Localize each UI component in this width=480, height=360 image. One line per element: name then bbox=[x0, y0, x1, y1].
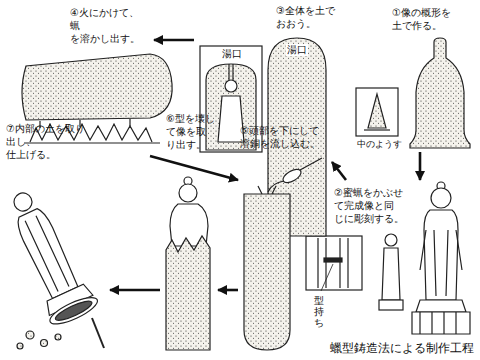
wax-statue bbox=[412, 182, 470, 334]
clay-core bbox=[410, 38, 470, 148]
wax-statue-small bbox=[379, 234, 403, 310]
caption: 蠟型鋳造法による制作工程 bbox=[330, 341, 474, 357]
process-step: ⑤頭部を下にして 溶銅を流し込む。 bbox=[238, 120, 324, 354]
flow-arrow bbox=[419, 152, 422, 180]
heated-mold bbox=[24, 142, 160, 143]
cross-section bbox=[229, 64, 233, 80]
finished-statue bbox=[53, 298, 93, 324]
step-text: ⑥型を壊し て像を取 り出す。 bbox=[166, 112, 215, 151]
cross-section bbox=[200, 46, 262, 152]
wax-statue-small bbox=[385, 234, 397, 246]
step-text: ①像の概形を 土で作る。 bbox=[392, 6, 451, 32]
clay-chips bbox=[41, 340, 48, 347]
cast-statue bbox=[179, 184, 197, 202]
step-text: ③全体を土で おおう。 bbox=[276, 4, 335, 30]
flow-arrow bbox=[150, 156, 238, 180]
part-label: 湯口 bbox=[221, 48, 243, 60]
wax-statue-small bbox=[379, 300, 403, 310]
clay-chips bbox=[17, 343, 23, 349]
pouring-mold bbox=[258, 186, 276, 194]
heated-mold bbox=[22, 54, 172, 120]
clay-core bbox=[410, 38, 470, 148]
process-step: ①像の概形を 土で作る。 bbox=[350, 2, 476, 152]
part-label: 型持ち bbox=[314, 294, 324, 329]
inset-view bbox=[318, 238, 348, 288]
flow-arrow bbox=[110, 289, 160, 292]
part-label: 中のようす bbox=[356, 139, 403, 150]
inset-view bbox=[324, 258, 342, 262]
wax-statue bbox=[412, 312, 470, 334]
inset-view bbox=[364, 129, 390, 130]
broken-mold bbox=[166, 236, 210, 350]
pouring-mold bbox=[300, 158, 322, 170]
pouring-mold bbox=[244, 194, 290, 350]
flow-arrow bbox=[154, 39, 194, 42]
illustration bbox=[0, 38, 470, 350]
inset-view bbox=[368, 94, 386, 128]
clay-chips bbox=[92, 318, 104, 348]
finished-statue bbox=[0, 183, 101, 329]
step-text: ②蜜蝋をかぶせ て完成像と同 じに彫刻する。 bbox=[334, 186, 404, 225]
finished-statue bbox=[14, 206, 80, 299]
wax-statue bbox=[416, 300, 466, 312]
clay-chips bbox=[26, 331, 34, 339]
clay-chips bbox=[55, 334, 61, 340]
cross-section bbox=[200, 46, 262, 152]
process-step: ⑥型を壊し て像を取 り出す。 bbox=[160, 108, 218, 352]
wax-statue bbox=[431, 188, 451, 208]
finished-statue bbox=[25, 216, 69, 292]
inset-view bbox=[321, 264, 333, 291]
process-step: ②蜜蝋をかぶせ て完成像と同 じに彫刻する。 bbox=[300, 180, 476, 352]
flow-arrow bbox=[332, 162, 346, 180]
flow-arrow bbox=[218, 289, 238, 292]
part-label: 湯口 bbox=[286, 44, 308, 56]
step-text: ⑤頭部を下にして 溶銅を流し込む。 bbox=[240, 124, 320, 150]
pouring-mold bbox=[268, 181, 284, 192]
cross-section bbox=[206, 64, 256, 150]
finished-statue bbox=[11, 190, 35, 214]
cross-section bbox=[225, 80, 237, 92]
clay-chips bbox=[17, 318, 104, 349]
broken-mold bbox=[166, 236, 210, 350]
wax-statue bbox=[424, 210, 458, 300]
step-text: ④火にかけて、蝋 を溶かし出す。 bbox=[70, 6, 140, 45]
pouring-mold bbox=[244, 158, 322, 350]
inset-view bbox=[356, 88, 398, 136]
inset-view bbox=[356, 88, 398, 136]
inset-view bbox=[306, 236, 362, 291]
step-text: ⑦内部の土を取り 出し、仕上げる。 bbox=[6, 122, 85, 161]
inset-view bbox=[306, 236, 362, 290]
wax-statue-small bbox=[382, 248, 400, 300]
process-step: ⑦内部の土を取り 出し、仕上げる。 bbox=[4, 118, 110, 352]
wax-statue bbox=[420, 230, 462, 296]
wax-statue bbox=[420, 312, 456, 334]
finished-statue bbox=[47, 293, 101, 329]
